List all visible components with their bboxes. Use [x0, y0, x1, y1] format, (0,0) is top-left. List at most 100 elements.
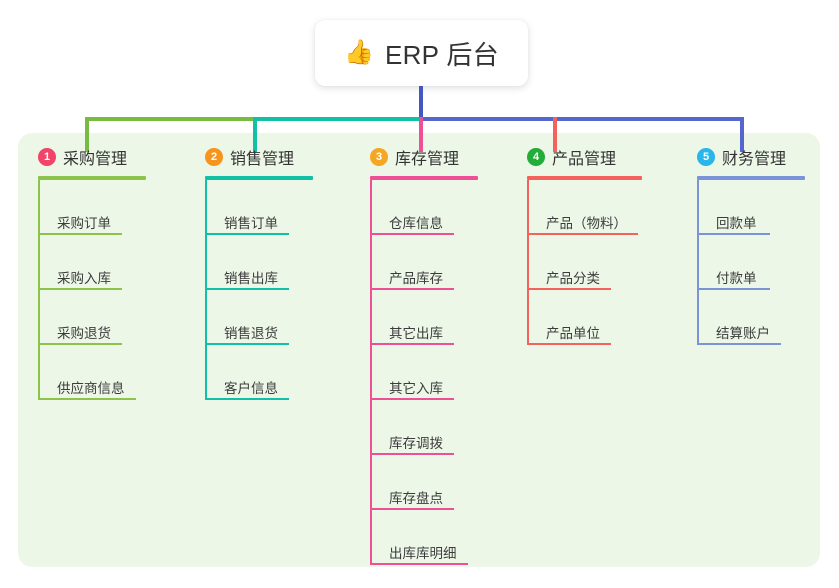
leaf-node[interactable]: 采购订单	[38, 180, 146, 235]
leaf-node[interactable]: 库存盘点	[370, 455, 478, 510]
thumbs-up-icon: 👍	[344, 39, 374, 66]
leaf-node-label: 产品单位	[546, 325, 600, 341]
leaf-node-rule	[527, 343, 611, 345]
leaf-node-label: 库存盘点	[389, 490, 443, 506]
branch-number-badge: 5	[697, 148, 715, 166]
leaf-node[interactable]: 其它入库	[370, 345, 478, 400]
branch-number-badge: 1	[38, 148, 56, 166]
leaf-node-label: 付款单	[716, 270, 757, 286]
leaf-node-rule	[38, 288, 122, 290]
branch-number-badge: 2	[205, 148, 223, 166]
leaf-node-rule	[38, 233, 122, 235]
branch-column-product: 4 产品管理产品（物料） 产品分类产品单位	[527, 146, 642, 345]
branch-header[interactable]: 4 产品管理	[527, 146, 642, 168]
leaf-node-label: 采购订单	[57, 215, 111, 231]
leaf-node-label: 库存调拨	[389, 435, 443, 451]
drop-connector-purchase	[85, 117, 89, 152]
leaf-node[interactable]: 产品分类	[527, 235, 642, 290]
leaf-node-rule	[370, 343, 454, 345]
leaf-node-rule	[527, 233, 638, 235]
branch-title: 产品管理	[552, 151, 617, 168]
leaf-node[interactable]: 产品库存	[370, 235, 478, 290]
branch-spine	[205, 180, 207, 400]
leaf-node[interactable]: 客户信息	[205, 345, 313, 400]
branch-header-rule	[697, 176, 805, 180]
branch-leaf-list: 销售订单销售出库销售退货客户信息	[205, 180, 313, 400]
leaf-node-label: 结算账户	[716, 325, 770, 341]
root-stem-connector	[419, 86, 423, 119]
mindmap-panel	[18, 133, 820, 567]
branch-header-rule	[205, 176, 313, 180]
leaf-node[interactable]: 仓库信息	[370, 180, 478, 235]
leaf-node-rule	[38, 398, 136, 400]
branch-number-badge: 3	[370, 148, 388, 166]
leaf-node-label: 其它出库	[389, 325, 443, 341]
leaf-node[interactable]: 产品（物料）	[527, 180, 642, 235]
root-node-card[interactable]: 👍 ERP 后台	[315, 20, 528, 86]
drop-connector-sales	[253, 117, 257, 152]
leaf-node[interactable]: 采购入库	[38, 235, 146, 290]
leaf-node-label: 销售出库	[224, 270, 278, 286]
leaf-node-label: 回款单	[716, 215, 757, 231]
leaf-node[interactable]: 销售出库	[205, 235, 313, 290]
leaf-node[interactable]: 销售退货	[205, 290, 313, 345]
branch-column-purchase: 1 采购管理采购订单采购入库采购退货供应商信息	[38, 146, 146, 400]
branch-header-rule	[370, 176, 478, 180]
leaf-node-rule	[205, 233, 289, 235]
leaf-node[interactable]: 库存调拨	[370, 400, 478, 455]
branch-spine	[527, 180, 529, 345]
leaf-node[interactable]: 付款单	[697, 235, 805, 290]
leaf-node[interactable]: 出库库明细	[370, 510, 478, 565]
branch-header[interactable]: 2 销售管理	[205, 146, 313, 168]
leaf-node[interactable]: 供应商信息	[38, 345, 146, 400]
leaf-node[interactable]: 其它出库	[370, 290, 478, 345]
leaf-node-rule	[370, 288, 454, 290]
leaf-node-label: 供应商信息	[57, 380, 125, 396]
leaf-node-label: 采购退货	[57, 325, 111, 341]
branch-header-rule	[38, 176, 146, 180]
branch-leaf-list: 回款单付款单结算账户	[697, 180, 805, 345]
leaf-node-rule	[205, 398, 289, 400]
branch-title: 采购管理	[63, 151, 128, 168]
leaf-node-rule	[370, 508, 454, 510]
leaf-node-label: 产品（物料）	[546, 215, 627, 231]
branch-title: 销售管理	[230, 151, 295, 168]
leaf-node-label: 出库库明细	[389, 545, 457, 561]
leaf-node-rule	[205, 343, 289, 345]
leaf-node-label: 仓库信息	[389, 215, 443, 231]
connector-bar-green-segment	[85, 117, 255, 121]
drop-connector-product	[553, 117, 557, 152]
branch-number-badge: 4	[527, 148, 545, 166]
leaf-node-label: 销售订单	[224, 215, 278, 231]
branch-header-rule	[527, 176, 642, 180]
connector-bar-teal-segment	[253, 117, 421, 121]
leaf-node-rule	[697, 288, 770, 290]
leaf-node-label: 客户信息	[224, 380, 278, 396]
leaf-node-label: 产品分类	[546, 270, 600, 286]
leaf-node-label: 采购入库	[57, 270, 111, 286]
leaf-node[interactable]: 销售订单	[205, 180, 313, 235]
branch-leaf-list: 仓库信息产品库存其它出库其它入库库存调拨库存盘点出库库明细	[370, 180, 478, 565]
leaf-node[interactable]: 采购退货	[38, 290, 146, 345]
branch-header[interactable]: 1 采购管理	[38, 146, 146, 168]
leaf-node-label: 其它入库	[389, 380, 443, 396]
leaf-node-rule	[527, 288, 611, 290]
leaf-node-rule	[370, 563, 468, 565]
branch-spine	[697, 180, 699, 345]
leaf-node-rule	[697, 343, 781, 345]
root-node-title: ERP 后台	[384, 39, 499, 70]
leaf-node[interactable]: 产品单位	[527, 290, 642, 345]
branch-leaf-list: 产品（物料） 产品分类产品单位	[527, 180, 642, 345]
branch-leaf-list: 采购订单采购入库采购退货供应商信息	[38, 180, 146, 400]
connector-bar-blue-segment	[419, 117, 744, 121]
branch-spine	[38, 180, 40, 400]
leaf-node-rule	[370, 453, 454, 455]
leaf-node-rule	[370, 233, 454, 235]
leaf-node-rule	[370, 398, 454, 400]
leaf-node[interactable]: 结算账户	[697, 290, 805, 345]
leaf-node-rule	[38, 343, 122, 345]
leaf-node-rule	[205, 288, 289, 290]
leaf-node[interactable]: 回款单	[697, 180, 805, 235]
